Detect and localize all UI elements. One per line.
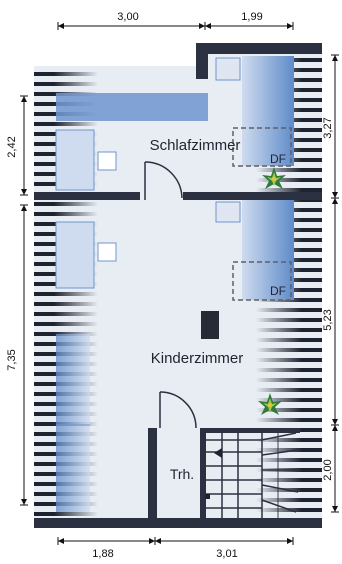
staircase xyxy=(206,432,299,518)
pillow-bedroom xyxy=(215,57,241,81)
dim-top-right: 1,99 xyxy=(241,11,262,23)
stair-start-marker xyxy=(205,494,210,499)
pillow-kids xyxy=(215,201,241,223)
skylight-label-1: DF xyxy=(270,152,286,166)
skylight-label-2: DF xyxy=(270,284,286,298)
bed-kids xyxy=(242,200,294,300)
desk-kids xyxy=(55,221,95,289)
dim-right-upper: 3,27 xyxy=(322,117,334,138)
dimension-arrows xyxy=(21,23,338,544)
stair-direction-arrow xyxy=(214,448,222,458)
desk-bedroom xyxy=(55,129,95,191)
plant-icon xyxy=(258,393,282,415)
dim-right-middle: 5,23 xyxy=(322,309,334,330)
room-label-stairwell: Trh. xyxy=(170,466,194,482)
chair-bedroom xyxy=(97,151,117,171)
chair-kids xyxy=(97,242,117,262)
skylights xyxy=(232,127,292,301)
dim-left-upper: 2,42 xyxy=(6,136,18,157)
dim-bottom-left: 1,88 xyxy=(92,548,113,560)
room-label-kids-room: Kinderzimmer xyxy=(151,350,244,367)
dim-bottom-right: 3,01 xyxy=(216,548,237,560)
bed-bedroom xyxy=(242,56,294,166)
dim-top-left: 3,00 xyxy=(117,11,138,23)
walls xyxy=(34,43,322,528)
furniture xyxy=(55,56,294,512)
plant-icon xyxy=(262,167,286,189)
chimney xyxy=(201,311,219,339)
wardrobe-kids xyxy=(56,334,90,512)
wardrobe-top xyxy=(56,93,208,121)
dim-left-lower: 7,35 xyxy=(6,349,18,370)
doors xyxy=(144,161,197,429)
room-label-bedroom: Schlafzimmer xyxy=(150,137,241,154)
dim-right-lower: 2,00 xyxy=(322,459,334,480)
